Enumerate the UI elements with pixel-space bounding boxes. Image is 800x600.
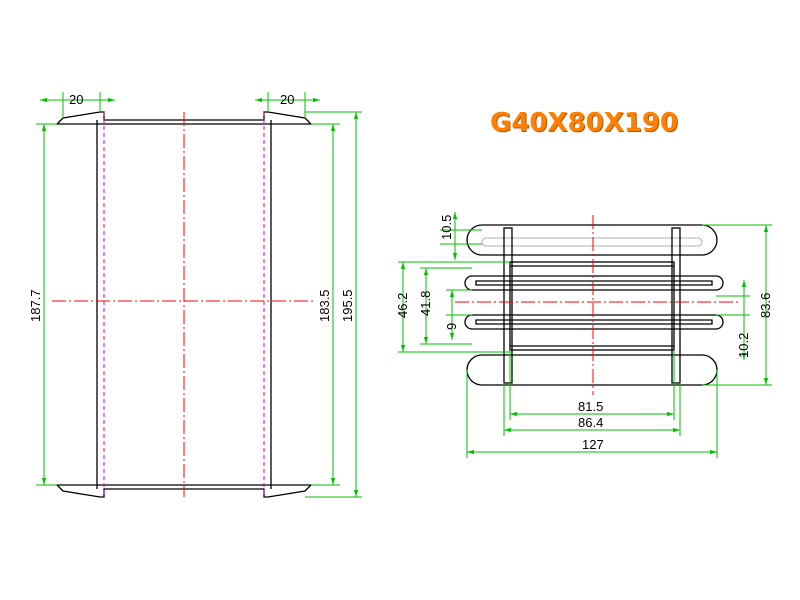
dim-total-height: 195.5	[340, 289, 355, 322]
core-window	[509, 261, 675, 351]
dim-window-height: 183.5	[317, 289, 332, 322]
bottom-flange	[55, 484, 313, 498]
front-view: 10.5 46.2 41.8 9 10.2 83.6 81.5	[395, 212, 773, 458]
dim-slot-pitch: 10.2	[736, 333, 751, 358]
left-post	[503, 227, 513, 384]
dim-overall-width: 127	[582, 437, 604, 452]
dim-slot-gap: 9	[444, 323, 459, 330]
dim-flange-width-left: 20	[69, 92, 83, 107]
dim-overall-height: 83.6	[758, 293, 773, 318]
dim-slot-span-inner: 41.8	[418, 291, 433, 316]
slot-2	[464, 314, 724, 330]
dim-flange-width-right: 20	[280, 92, 294, 107]
dim-bobbin-width: 86.4	[578, 415, 603, 430]
right-post	[671, 227, 681, 384]
slot-1	[464, 275, 724, 291]
side-view: 20 20 187.7 183.5 195.5	[28, 92, 362, 498]
dim-inner-height: 187.7	[28, 289, 43, 322]
front-top-flange	[466, 224, 718, 256]
dim-core-width: 81.5	[578, 399, 603, 414]
dim-top-flange: 10.5	[439, 215, 454, 240]
dim-slot-span-outer: 46.2	[395, 293, 410, 318]
model-title: G40X80X190	[490, 108, 679, 138]
